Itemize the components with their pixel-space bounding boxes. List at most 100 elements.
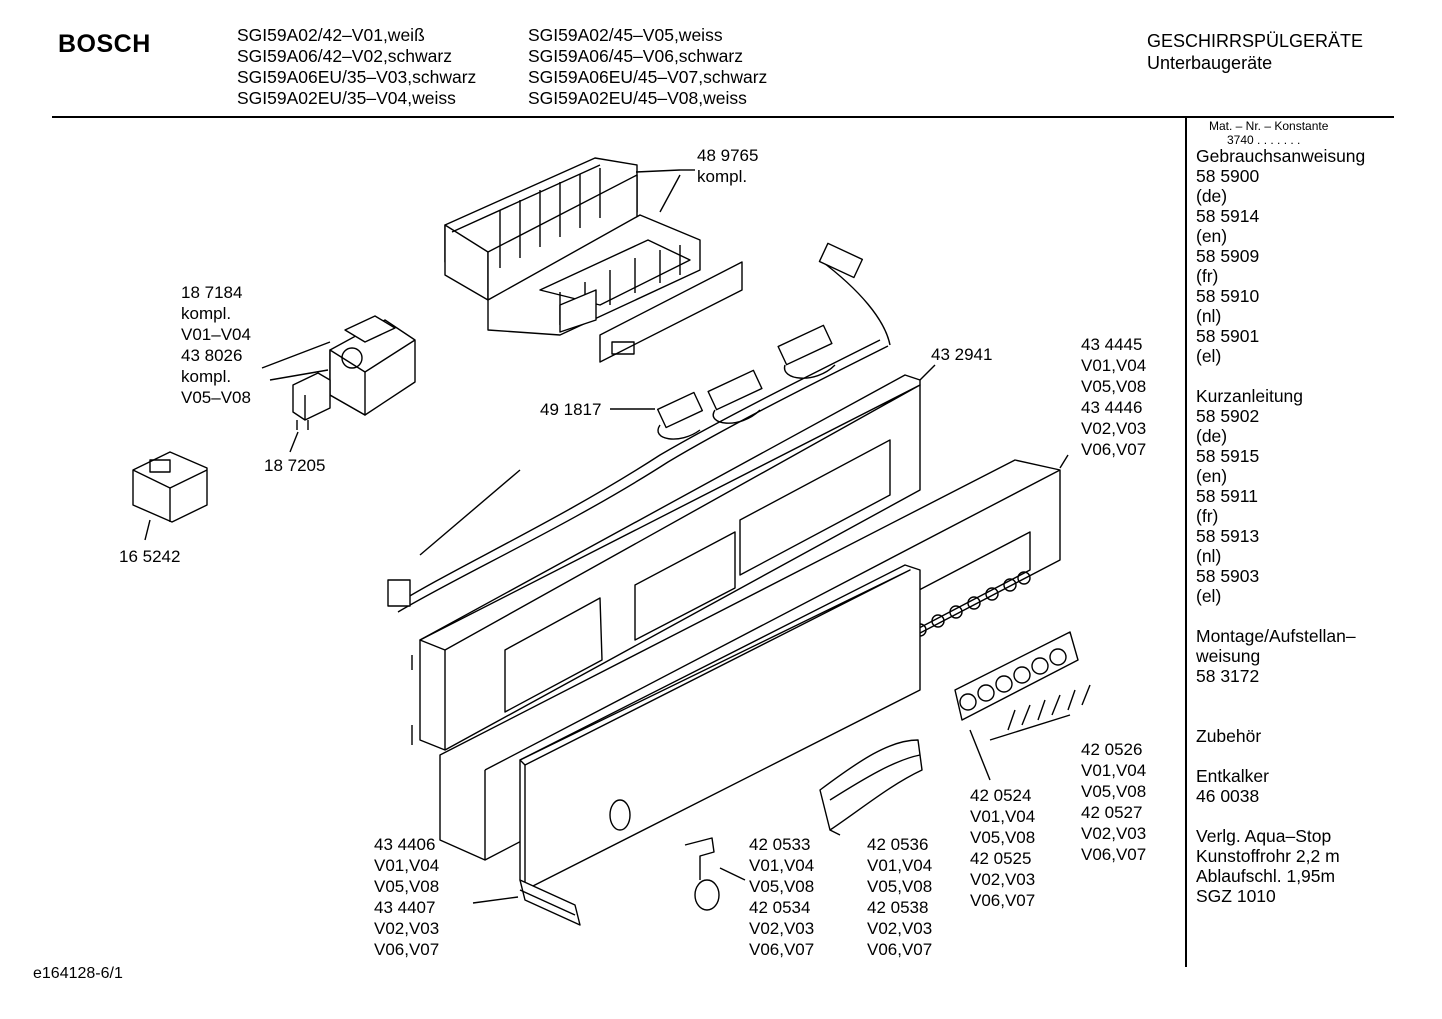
part-number: 43 2941 <box>931 345 993 364</box>
sidebar-line: Entkalker <box>1196 766 1269 786</box>
part-variant: V02,V03 <box>970 870 1036 889</box>
sidebar-line: 58 5900 <box>1196 166 1260 186</box>
part-variant: V06,V07 <box>867 940 933 959</box>
part-number: 42 0536 <box>867 835 929 854</box>
part-number: 43 4406 <box>374 835 436 854</box>
model-entry: SGI59A02/45–V05,weiss <box>528 25 723 45</box>
part-variant: V06,V07 <box>970 891 1036 910</box>
front-cover-part <box>472 564 921 926</box>
part-variant: V02,V03 <box>1081 824 1147 843</box>
part-number: 42 0534 <box>749 898 811 917</box>
sidebar-line: (en) <box>1196 226 1228 246</box>
matnr-title: Mat. – Nr. – Konstante <box>1209 119 1329 133</box>
part-number: 43 4407 <box>374 898 436 917</box>
model-list-left: SGI59A02/42–V01,weiß SGI59A06/42–V02,sch… <box>237 25 476 109</box>
model-entry: SGI59A06/45–V06,schwarz <box>528 46 743 66</box>
part-number: 42 0524 <box>970 786 1032 805</box>
part-number: 43 4446 <box>1081 398 1143 417</box>
part-variant: V01–V04 <box>181 325 251 344</box>
part-variant: V02,V03 <box>749 919 815 938</box>
brand-logo: BOSCH <box>58 30 151 58</box>
model-entry: SGI59A06EU/35–V03,schwarz <box>237 67 477 87</box>
sidebar-line: weisung <box>1196 646 1261 666</box>
switch-lever-part <box>684 837 746 911</box>
part-variant: V02,V03 <box>374 919 440 938</box>
model-entry: SGI59A02EU/35–V04,weiss <box>237 88 456 108</box>
model-entry: SGI59A06/42–V02,schwarz <box>237 46 452 66</box>
part-variant: V06,V07 <box>1081 440 1147 459</box>
sidebar-line: 58 5913 <box>1196 526 1260 546</box>
part-variant: V01,V04 <box>1081 761 1147 780</box>
part-variant: V06,V07 <box>749 940 815 959</box>
sidebar-line: (fr) <box>1196 506 1219 526</box>
part-label-434406: 43 4406 V01,V04 V05,V08 43 4407 V02,V03 … <box>374 834 439 960</box>
sidebar-divider <box>1185 118 1187 967</box>
model-list-right: SGI59A02/45–V05,weiss SGI59A06/45–V06,sc… <box>528 25 767 109</box>
matnr-block: Mat. – Nr. – Konstante 3740 . . . . . . … <box>1209 119 1328 147</box>
part-note: kompl. <box>181 304 232 323</box>
sidebar-line: 58 5911 <box>1196 486 1258 506</box>
relay-block-part <box>132 451 208 541</box>
part-label-432941: 43 2941 <box>931 344 992 365</box>
part-variant: V01,V04 <box>867 856 933 875</box>
control-module-part <box>444 157 743 363</box>
part-variant: V05–V08 <box>181 388 251 407</box>
sidebar-line: 58 5914 <box>1196 206 1260 226</box>
part-label-420533: 42 0533 V01,V04 V05,V08 42 0534 V02,V03 … <box>749 834 814 960</box>
sidebar-line: (de) <box>1196 426 1228 446</box>
sidebar-line: (nl) <box>1196 306 1222 326</box>
part-label-489765: 48 9765 kompl. <box>697 145 758 187</box>
sidebar-line: (el) <box>1196 346 1222 366</box>
part-number: 43 4445 <box>1081 335 1143 354</box>
part-variant: V01,V04 <box>1081 356 1147 375</box>
sidebar-line: SGZ 1010 <box>1196 886 1276 906</box>
sidebar-line: 46 0038 <box>1196 786 1260 806</box>
part-number: 48 9765 <box>697 146 759 165</box>
part-number: 42 0527 <box>1081 803 1143 822</box>
category-title: GESCHIRRSPÜLGERÄTE <box>1147 31 1364 51</box>
part-number: 42 0526 <box>1081 740 1143 759</box>
sidebar-line: 58 5902 <box>1196 406 1260 426</box>
part-number: 16 5242 <box>119 547 181 566</box>
cable-harness-part <box>387 242 891 613</box>
part-label-420524: 42 0524 V01,V04 V05,V08 42 0525 V02,V03 … <box>970 785 1035 911</box>
part-variant: V01,V04 <box>749 856 815 875</box>
part-number: 43 8026 <box>181 346 243 365</box>
sidebar-line: (nl) <box>1196 546 1222 566</box>
sidebar-line: (fr) <box>1196 266 1219 286</box>
part-variant: V01,V04 <box>374 856 440 875</box>
sidebar-line: Zubehör <box>1196 726 1262 746</box>
panel-frame-part <box>411 364 936 751</box>
sidebar-line: 58 5901 <box>1196 326 1260 346</box>
part-label-420526: 42 0526 V01,V04 V05,V08 42 0527 V02,V03 … <box>1081 739 1146 865</box>
category-subtitle: Unterbaugeräte <box>1147 53 1273 73</box>
part-variant: V05,V08 <box>867 877 933 896</box>
part-variant: V02,V03 <box>1081 419 1147 438</box>
sidebar-line: Kurzanleitung <box>1196 386 1304 406</box>
part-number: 42 0538 <box>867 898 929 917</box>
sidebar-line: 58 5903 <box>1196 566 1260 586</box>
clip-part <box>289 372 331 453</box>
part-variant: V05,V08 <box>970 828 1036 847</box>
sidebar-line: 58 5910 <box>1196 286 1260 306</box>
sidebar-line: Kunstoffrohr 2,2 m <box>1196 846 1340 866</box>
part-label-187184: 18 7184 kompl. V01–V04 43 8026 kompl. V0… <box>181 282 251 408</box>
part-variant: V05,V08 <box>1081 377 1147 396</box>
part-label-434445: 43 4445 V01,V04 V05,V08 43 4446 V02,V03 … <box>1081 334 1146 460</box>
sidebar-line: (el) <box>1196 586 1222 606</box>
sidebar-line: (en) <box>1196 466 1228 486</box>
sidebar-line: (de) <box>1196 186 1228 206</box>
sidebar-line: 58 5909 <box>1196 246 1260 266</box>
door-handle-part <box>819 739 923 836</box>
part-variant: V06,V07 <box>1081 845 1147 864</box>
model-entry: SGI59A02/42–V01,weiß <box>237 25 425 45</box>
diagram-code: e164128-6/1 <box>33 965 123 982</box>
header-divider <box>52 116 1394 118</box>
relay-part <box>261 315 416 416</box>
part-label-165242: 16 5242 <box>119 546 180 567</box>
part-label-187205: 18 7205 <box>264 455 325 476</box>
sidebar-line: Verlg. Aqua–Stop <box>1196 826 1332 846</box>
category-block: GESCHIRRSPÜLGERÄTE Unterbaugeräte <box>1147 30 1363 74</box>
